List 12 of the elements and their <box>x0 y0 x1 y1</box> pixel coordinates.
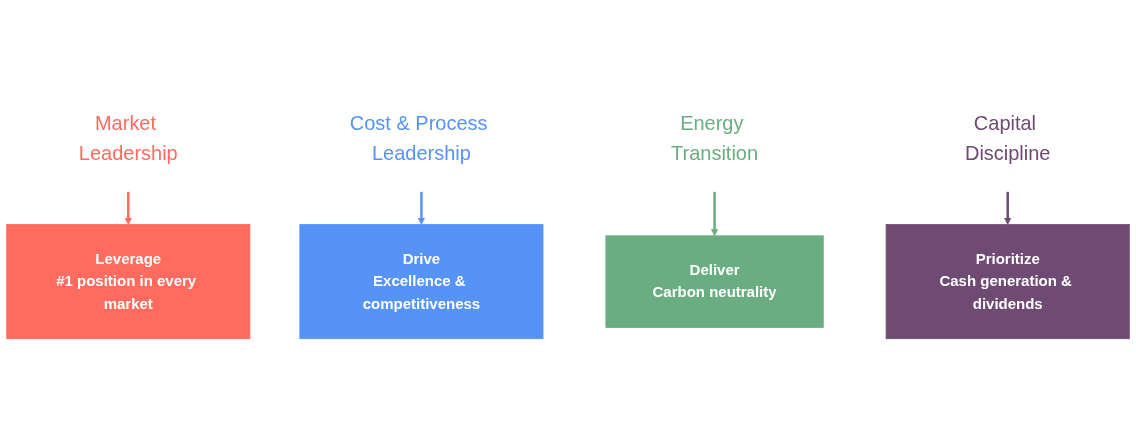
arrow <box>124 191 132 225</box>
node-text: Cost & Process Leadership <box>349 111 488 164</box>
node-box: Deliver Carbon neutrality <box>605 235 824 328</box>
node-box: Leverage #1 position in every market <box>6 224 251 339</box>
node-text: Market Leadership <box>78 111 178 164</box>
arrow <box>710 191 719 236</box>
arrow <box>1004 191 1012 225</box>
node-text: Energy Transition <box>671 111 759 164</box>
node-text: Capital Discipline <box>964 111 1051 164</box>
node-box: Prioritize Cash generation & dividends <box>885 224 1130 339</box>
arrow <box>417 191 426 225</box>
node-box: Drive Excellence & competitiveness <box>299 224 544 339</box>
